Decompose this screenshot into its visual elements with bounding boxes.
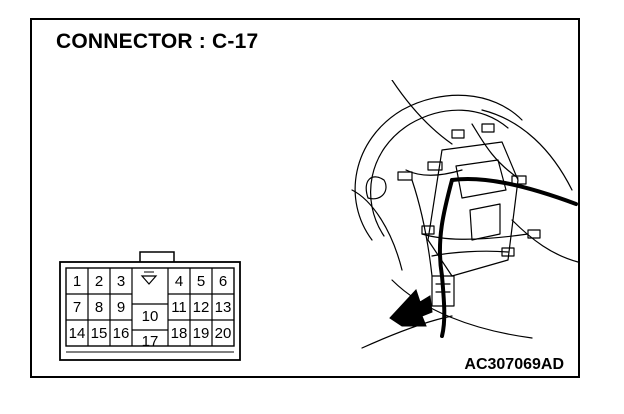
pin-12: 12 (192, 299, 210, 316)
pin-15: 15 (90, 325, 108, 342)
pin-14: 14 (68, 325, 86, 342)
pin-17: 17 (141, 333, 159, 350)
steering-column-illustration (332, 79, 580, 360)
pin-19: 19 (192, 325, 210, 342)
pin-5: 5 (196, 273, 206, 290)
harness-location-drawing (351, 79, 579, 349)
pin-10: 10 (141, 308, 159, 325)
pin-1: 1 (72, 273, 82, 290)
pin-13: 13 (214, 299, 232, 316)
down-triangle-lock-icon (140, 271, 158, 285)
pin-16: 16 (112, 325, 130, 342)
connector-outline (59, 251, 241, 361)
pin-8: 8 (94, 299, 104, 316)
pin-6: 6 (218, 273, 228, 290)
pin-3: 3 (116, 273, 126, 290)
pin-20: 20 (214, 325, 232, 342)
pin-9: 9 (116, 299, 126, 316)
diagram-frame: CONNECTOR : C-17 (30, 18, 580, 378)
connector-pointer-arrow-icon (389, 289, 433, 327)
pin-2: 2 (94, 273, 104, 290)
figure-code: AC307069AD (464, 356, 564, 373)
connector-face: 1 2 3 4 5 6 7 8 9 10 11 12 13 14 15 16 1… (58, 248, 242, 362)
pin-11: 11 (171, 299, 187, 316)
diagram-title: CONNECTOR : C-17 (56, 30, 259, 53)
pin-4: 4 (174, 273, 184, 290)
pin-7: 7 (72, 299, 82, 316)
pin-18: 18 (170, 325, 188, 342)
